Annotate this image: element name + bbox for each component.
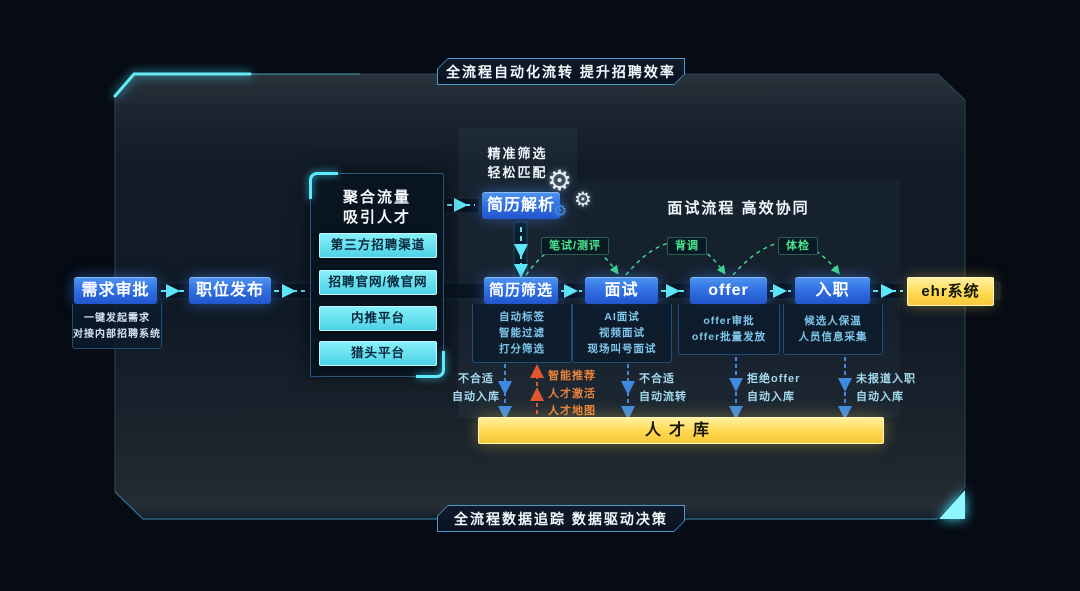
flow-arrows <box>161 198 903 298</box>
label-line: 未报道入职 <box>856 373 916 385</box>
label-line: 人才激活 <box>548 387 596 400</box>
corner-accent-icon <box>309 172 338 199</box>
talent-pool-bar: 人才库 <box>478 417 884 444</box>
channel-career-site: 招聘官网/微官网 <box>319 270 437 295</box>
interview-out-label: 不合适 自动流转 <box>639 371 687 406</box>
node-onboard: 入职 <box>795 277 870 304</box>
node-interview: 面试 <box>585 277 658 304</box>
note-line: 一键发起需求 <box>84 312 150 324</box>
parse-tagline-line: 轻松匹配 <box>487 165 548 180</box>
note-line: 人员信息采集 <box>798 330 868 343</box>
milestone-background-check: 背调 <box>667 237 707 255</box>
corner-accent-icon <box>416 351 445 378</box>
resume-screen-notes: 自动标签 智能过滤 打分筛选 <box>472 304 572 363</box>
onboard-out-label: 未报道入职 自动入库 <box>856 371 916 406</box>
top-banner-label: 全流程自动化流转 提升招聘效率 <box>438 59 684 84</box>
offer-out-label: 拒绝offer 自动入库 <box>747 371 800 406</box>
gear-icon: ⚙ <box>574 189 592 211</box>
screen-out-label: 不合适 自动入库 <box>452 371 500 406</box>
note-line: 对接内部招聘系统 <box>73 328 161 340</box>
channel-referral: 内推平台 <box>319 306 437 331</box>
node-job-publish: 职位发布 <box>189 277 271 304</box>
parse-tagline: 精准筛选 轻松匹配 <box>458 144 577 182</box>
note-line: offer审批 <box>703 314 755 327</box>
activation-label: 智能推荐 人才激活 人才地图 <box>548 368 596 421</box>
label-line: 自动流转 <box>639 390 687 403</box>
note-line: 现场叫号面试 <box>587 342 657 355</box>
interview-section-title: 面试流程 高效协同 <box>667 200 810 217</box>
interview-notes: AI面试 视频面试 现场叫号面试 <box>572 304 672 363</box>
note-line: AI面试 <box>604 310 640 323</box>
top-banner: 全流程自动化流转 提升招聘效率 <box>437 58 685 85</box>
aggregation-title-line: 吸引人才 <box>342 209 411 226</box>
demand-approval-notes: 一键发起需求 对接内部招聘系统 <box>72 304 162 349</box>
node-resume-screen: 简历筛选 <box>484 277 558 304</box>
note-line: 候选人保温 <box>804 314 862 327</box>
gear-icon: ⚙ <box>547 165 573 196</box>
label-line: 智能推荐 <box>548 370 596 382</box>
node-demand-approval: 需求审批 <box>74 277 157 304</box>
milestone-physical-exam: 体检 <box>778 237 818 255</box>
label-line: 自动入库 <box>452 390 500 403</box>
label-line: 自动入库 <box>747 390 795 403</box>
node-offer: offer <box>690 277 767 304</box>
node-resume-parse: 简历解析 <box>482 192 560 219</box>
note-line: 自动标签 <box>499 310 545 323</box>
milestone-written-test: 笔试/测评 <box>540 237 610 255</box>
note-line: 视频面试 <box>599 326 645 339</box>
label-line: 不合适 <box>458 373 494 385</box>
gear-icon: ⚙ <box>553 203 568 220</box>
talent-pool-arrows <box>498 357 852 420</box>
channel-headhunter: 猎头平台 <box>319 341 437 366</box>
label-line: 自动入库 <box>856 390 904 403</box>
traffic-aggregation-box: 聚合流量 吸引人才 第三方招聘渠道 招聘官网/微官网 内推平台 猎头平台 <box>309 172 445 378</box>
note-line: 智能过滤 <box>499 326 545 339</box>
offer-notes: offer审批 offer批量发放 <box>678 304 780 355</box>
label-line: 人才地图 <box>548 405 596 417</box>
bottom-banner: 全流程数据追踪 数据驱动决策 <box>437 505 685 532</box>
note-line: 打分筛选 <box>499 342 545 355</box>
channel-third-party: 第三方招聘渠道 <box>319 233 437 258</box>
label-line: 不合适 <box>639 373 675 385</box>
aggregation-title: 聚合流量 吸引人才 <box>311 188 443 228</box>
bottom-banner-label: 全流程数据追踪 数据驱动决策 <box>438 506 684 531</box>
label-line: 拒绝offer <box>747 373 801 385</box>
node-ehr-system: ehr系统 <box>907 277 994 306</box>
parse-tagline-line: 精准筛选 <box>487 146 548 161</box>
note-line: offer批量发放 <box>691 330 767 343</box>
aggregation-title-line: 聚合流量 <box>342 189 411 206</box>
onboard-notes: 候选人保温 人员信息采集 <box>783 304 883 355</box>
